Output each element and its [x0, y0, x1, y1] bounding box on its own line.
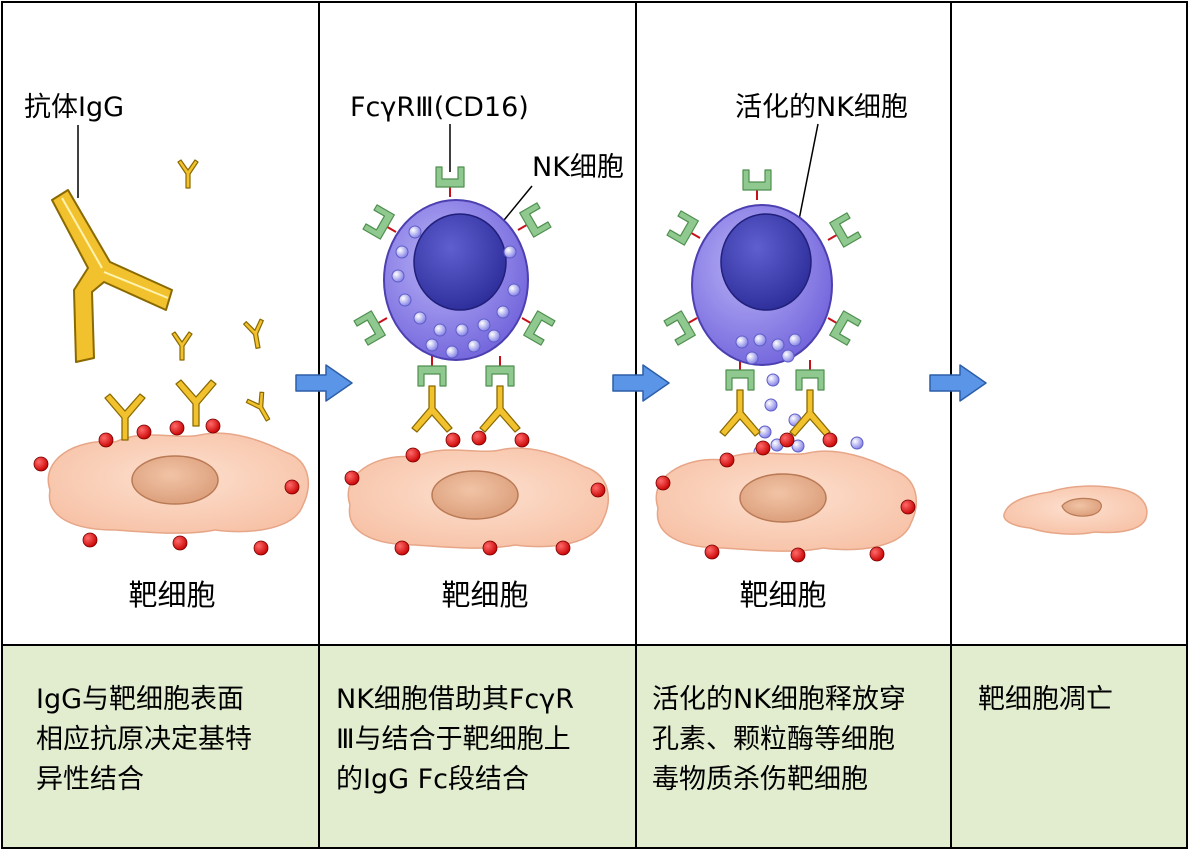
target-cell-label: 靶细胞 — [128, 578, 215, 612]
step-2-description: NK细胞借助其FcγR Ⅲ与结合于靶细胞上 的IgG Fc段结合 — [336, 684, 575, 795]
apoptotic-cell-icon — [1003, 485, 1148, 535]
activated-nk-cell-icon — [691, 204, 833, 366]
step-arrow-1 — [295, 364, 353, 402]
target-cell-label: 靶细胞 — [441, 578, 528, 612]
large-antibody-icon — [51, 189, 173, 363]
target-cell-icon — [655, 450, 918, 552]
antibody-icon — [177, 159, 199, 189]
antigen-icon — [822, 432, 838, 448]
antigen-icon — [719, 452, 735, 468]
antigen-icon — [779, 432, 795, 448]
antibody-icon — [244, 390, 278, 426]
panel-3: 活化的NK细胞 — [655, 92, 918, 612]
description-band — [2, 645, 1187, 848]
antigen-icon — [655, 475, 671, 491]
receptor-label: FcγRⅢ(CD16) — [350, 92, 529, 123]
step-3-description: 活化的NK细胞释放穿 孔素、颗粒酶等细胞 毒物质杀伤靶细胞 — [652, 684, 906, 795]
antigen-icon — [405, 447, 421, 463]
step-1-description: IgG与靶细胞表面 相应抗原决定基特 异性结合 — [36, 684, 252, 795]
receptor-icon — [820, 211, 862, 254]
antigen-icon — [284, 479, 300, 495]
target-cell-label: 靶细胞 — [739, 578, 826, 612]
antigen-icon — [98, 432, 114, 448]
antigen-icon — [514, 432, 530, 448]
antigen-icon — [82, 532, 98, 548]
bound-antibody-icon — [175, 379, 217, 427]
receptor-icon — [353, 304, 395, 347]
target-cell-icon — [47, 432, 310, 534]
receptor-icon — [795, 359, 825, 391]
antigen-icon — [253, 540, 269, 556]
panel-1: 抗体IgG 靶细胞 — [24, 92, 310, 612]
antigen-icon — [704, 544, 720, 560]
step-arrow-3 — [929, 364, 987, 402]
panel-2: FcγRⅢ(CD16) NK细胞 — [344, 92, 624, 612]
bound-antibody-icon — [789, 389, 831, 437]
antigen-icon — [900, 499, 916, 515]
antigen-icon — [471, 430, 487, 446]
antigen-icon — [590, 482, 606, 498]
bound-antibody-icon — [411, 385, 453, 433]
panel-4 — [1003, 485, 1148, 535]
antigen-icon — [172, 535, 188, 551]
step-arrow-2 — [612, 364, 670, 402]
antigen-icon — [482, 540, 498, 556]
step-4-description: 靶细胞凋亡 — [978, 684, 1113, 715]
antibody-icon — [171, 331, 193, 361]
bound-antibody-icon — [719, 389, 761, 437]
antigen-icon — [790, 547, 806, 563]
antigen-icon — [869, 546, 885, 562]
antigen-icon — [755, 440, 771, 456]
antigen-icon — [169, 420, 185, 436]
antigen-icon — [445, 432, 461, 448]
antigen-icon — [33, 456, 49, 472]
antigen-icon — [136, 424, 152, 440]
antibody-label: 抗体IgG — [24, 92, 124, 123]
receptor-icon — [417, 355, 447, 387]
target-cell-icon — [347, 447, 610, 549]
antigen-icon — [394, 540, 410, 556]
antibody-icon — [242, 318, 269, 351]
antigen-icon — [555, 540, 571, 556]
antigen-icon — [205, 418, 221, 434]
antigen-icon — [344, 470, 360, 486]
activated-nk-label: 活化的NK细胞 — [735, 92, 908, 123]
nk-cell-label: NK细胞 — [532, 152, 624, 183]
nk-cell-icon — [383, 199, 529, 361]
receptor-icon — [742, 169, 772, 201]
receptor-icon — [485, 355, 515, 387]
bound-antibody-icon — [479, 385, 521, 433]
